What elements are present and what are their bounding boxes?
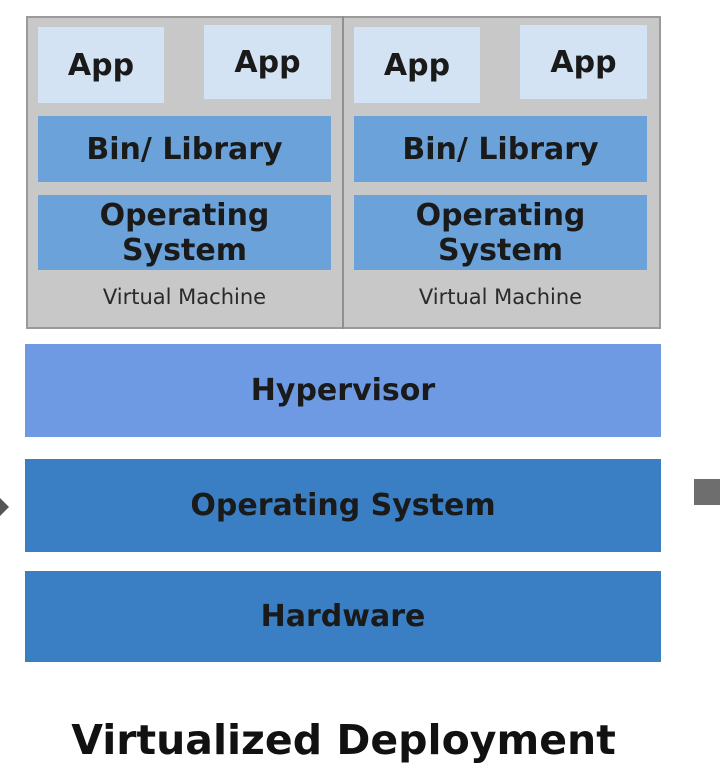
vm1-app-2: App [204,25,331,99]
vm2-operating-system: Operating System [354,195,647,270]
diagram-caption: Virtualized Deployment [71,716,616,764]
left-arrow-icon [0,498,9,516]
vm2-app-2: App [520,25,647,99]
vm2-bin-library: Bin/ Library [354,116,647,182]
right-arrow-icon [694,479,720,505]
vm1-operating-system: Operating System [38,195,331,270]
vm2-label: Virtual Machine [418,285,583,309]
hardware-layer: Hardware [25,571,661,662]
vm1-label: Virtual Machine [102,285,267,309]
vm1-app-1: App [38,27,164,103]
hypervisor-layer: Hypervisor [25,344,661,437]
vm2-app-1: App [354,27,480,103]
host-operating-system-layer: Operating System [25,459,661,552]
vm1-bin-library: Bin/ Library [38,116,331,182]
vm-divider [342,16,344,329]
